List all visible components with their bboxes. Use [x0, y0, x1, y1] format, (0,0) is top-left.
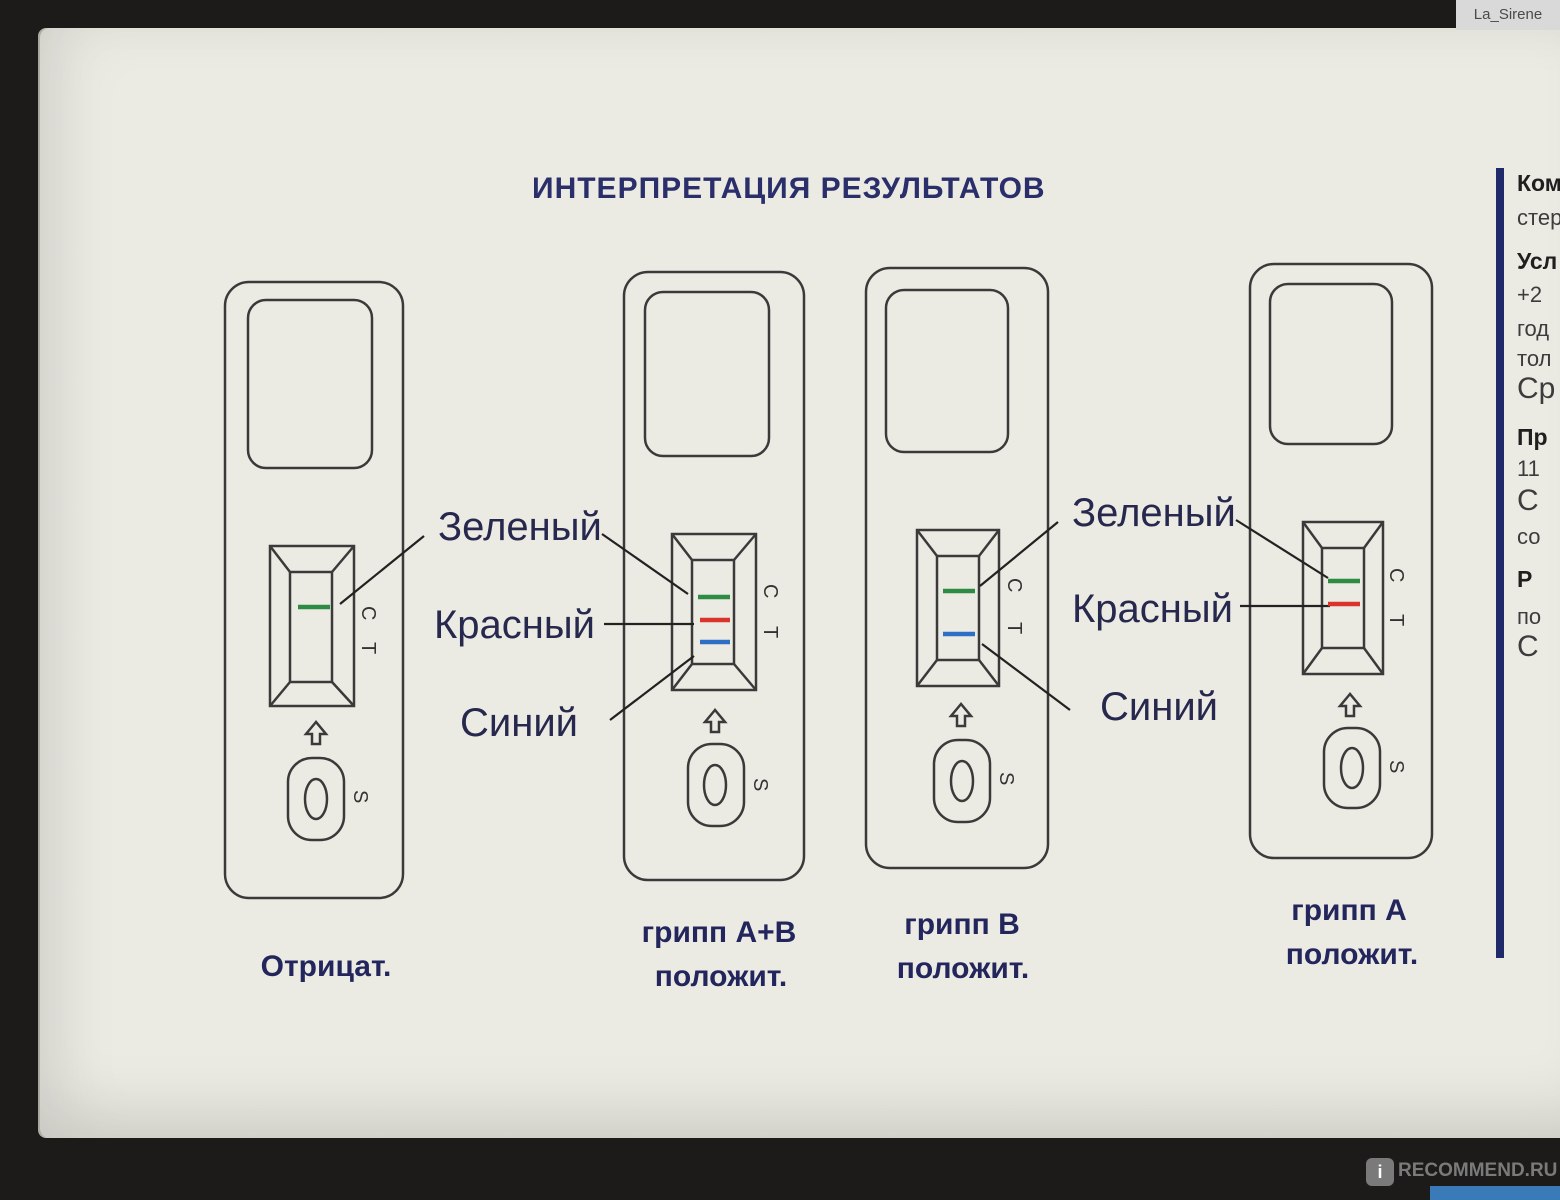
- leader-line: [601, 533, 689, 595]
- recommend-logo-text: RECOMMEND.RU: [1398, 1160, 1558, 1181]
- sample-marker-s: S: [1385, 760, 1407, 773]
- label-red: Красный: [1072, 587, 1233, 631]
- caption-a-b-line2: положит.: [655, 960, 787, 993]
- caption-negative: Отрицат.: [261, 950, 392, 983]
- test-cassette-b-positive: [864, 266, 1050, 870]
- right-column-text: год: [1517, 316, 1550, 341]
- caption-a-b-line1: грипп А+В: [642, 916, 797, 949]
- control-marker-c: C: [1003, 578, 1025, 592]
- label-blue: Синий: [1100, 685, 1218, 729]
- right-column-text: по: [1517, 604, 1542, 629]
- test-cassette-a-b-positive: [622, 270, 806, 882]
- leader-line: [1235, 519, 1329, 579]
- test-cassette-a-positive: [1248, 262, 1434, 860]
- label-green: Зеленый: [438, 505, 602, 549]
- label-blue: Синий: [460, 701, 578, 745]
- caption-a-line2: положит.: [1286, 938, 1418, 971]
- right-column-text: со: [1517, 524, 1541, 549]
- sample-marker-s: S: [995, 772, 1017, 785]
- author-watermark: La_Sirene: [1456, 0, 1560, 30]
- leader-line: [981, 643, 1071, 711]
- test-cassette-negative: [223, 280, 405, 900]
- caption-a-line1: грипп А: [1291, 894, 1407, 927]
- sample-marker-s: S: [349, 790, 371, 803]
- right-column-text: Ком: [1517, 170, 1560, 196]
- right-column-text: Ср: [1517, 372, 1556, 405]
- recommend-logo-icon: i: [1366, 1158, 1394, 1186]
- sample-marker-s: S: [749, 778, 771, 791]
- right-column-text: Пр: [1517, 424, 1548, 450]
- right-column-text: +2: [1517, 282, 1543, 307]
- section-title: ИНТЕРПРЕТАЦИЯ РЕЗУЛЬТАТОВ: [532, 172, 1046, 205]
- test-marker-t: T: [759, 626, 781, 638]
- right-column-text: С: [1517, 484, 1539, 517]
- control-marker-c: C: [357, 606, 379, 620]
- right-column-text: стер: [1517, 205, 1560, 230]
- test-marker-t: T: [357, 642, 379, 654]
- right-column-text: С: [1517, 630, 1539, 663]
- leader-line: [979, 521, 1059, 587]
- control-marker-c: C: [759, 584, 781, 598]
- caption-b-line1: грипп В: [904, 908, 1020, 941]
- caption-b-line2: положит.: [897, 952, 1029, 985]
- right-column-divider: [1496, 168, 1504, 958]
- leader-line: [609, 655, 695, 721]
- right-column-text: Усл: [1517, 248, 1558, 274]
- label-green: Зеленый: [1072, 491, 1236, 535]
- test-marker-t: T: [1385, 614, 1407, 626]
- leader-line: [339, 535, 425, 605]
- right-column-text: Р: [1517, 566, 1533, 592]
- bottom-blue-strip: [1430, 1186, 1560, 1200]
- label-red: Красный: [434, 603, 595, 647]
- control-marker-c: C: [1385, 568, 1407, 582]
- right-column-text: 11: [1517, 456, 1540, 481]
- test-marker-t: T: [1003, 622, 1025, 634]
- right-column-text: тол: [1517, 346, 1552, 371]
